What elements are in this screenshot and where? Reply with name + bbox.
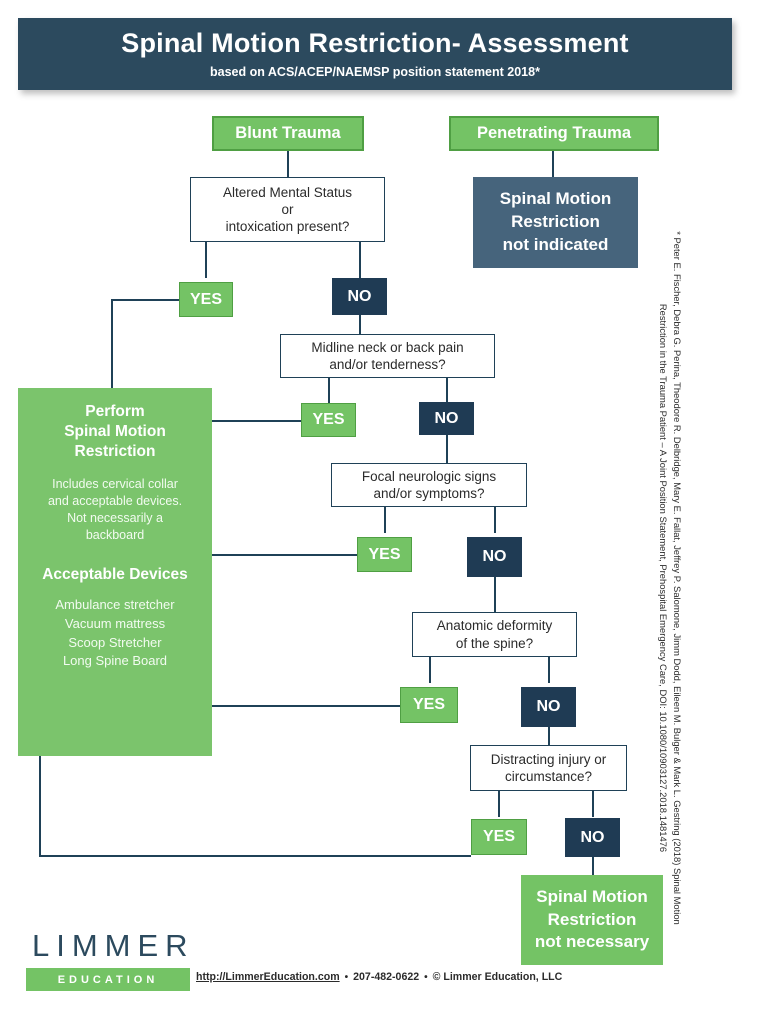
- answer-yes-q2[interactable]: YES: [301, 403, 356, 437]
- node-smr-not-necessary[interactable]: Spinal Motion Restriction not necessary: [521, 875, 663, 965]
- connector-blunt-to-q1: [287, 151, 289, 177]
- node-smr-not-necessary-label: Spinal Motion Restriction not necessary: [534, 886, 650, 952]
- connector-no2-to-q3: [446, 434, 448, 464]
- answer-yes-q1[interactable]: YES: [179, 282, 233, 317]
- footer-contact-line: http://LimmerEducation.com • 207-482-062…: [196, 971, 562, 983]
- question-midline-pain-label: Midline neck or back pain and/or tendern…: [311, 339, 464, 372]
- page-header: Spinal Motion Restriction- Assessment ba…: [18, 18, 732, 90]
- answer-no-q5[interactable]: NO: [565, 818, 620, 857]
- question-altered-mental-status[interactable]: Altered Mental Status or intoxication pr…: [190, 177, 385, 242]
- connector-no4-to-q5: [548, 727, 550, 745]
- footer-phone: 207-482-0622: [353, 971, 420, 983]
- answer-yes-q3-label: YES: [368, 545, 401, 563]
- limmer-logo-wordmark: LIMMER: [32, 928, 195, 963]
- connector-q3-yes: [384, 507, 386, 533]
- question-distracting-injury-label: Distracting injury or circumstance?: [490, 751, 607, 784]
- limmer-logo-education-bar: EDUCATION: [26, 968, 190, 991]
- panel-title: Perform Spinal Motion Restriction: [64, 403, 166, 461]
- question-focal-neurologic[interactable]: Focal neurologic signs and/or symptoms?: [331, 463, 527, 507]
- footer-copyright: © Limmer Education, LLC: [432, 971, 563, 983]
- panel-note: Includes cervical collar and acceptable …: [47, 477, 183, 543]
- footer-website-link[interactable]: http://LimmerEducation.com: [196, 971, 340, 983]
- connector-q5-no: [592, 791, 594, 817]
- question-anatomic-deformity[interactable]: Anatomic deformity of the spine?: [412, 612, 577, 657]
- question-distracting-injury[interactable]: Distracting injury or circumstance?: [470, 745, 627, 791]
- answer-no-q1-label: NO: [347, 287, 372, 305]
- connector-q2-no: [446, 377, 448, 403]
- answer-no-q2-label: NO: [434, 409, 459, 427]
- question-anatomic-deformity-label: Anatomic deformity of the spine?: [436, 618, 553, 651]
- citation-text: * Peter E. Fischer, Debra G. Perina, The…: [658, 231, 683, 925]
- answer-no-q3[interactable]: NO: [467, 537, 522, 577]
- connector-q3-no: [494, 507, 496, 533]
- answer-no-q2[interactable]: NO: [419, 402, 474, 435]
- page-title: Spinal Motion Restriction- Assessment: [121, 28, 629, 59]
- answer-yes-q4-label: YES: [412, 696, 445, 713]
- connector-q4-no: [548, 657, 550, 683]
- connector-yes5-left: [39, 855, 471, 857]
- question-altered-mental-status-label: Altered Mental Status or intoxication pr…: [222, 184, 353, 235]
- answer-yes-q5-label: YES: [482, 828, 515, 845]
- panel-subtitle: Acceptable Devices: [42, 565, 188, 583]
- answer-yes-q2-label: YES: [312, 411, 345, 428]
- connector-q4-yes: [429, 657, 431, 683]
- node-penetrating-trauma-label: Penetrating Trauma: [476, 124, 632, 142]
- node-blunt-trauma[interactable]: Blunt Trauma: [212, 116, 364, 151]
- limmer-logo-education-label: EDUCATION: [57, 973, 159, 986]
- answer-no-q4[interactable]: NO: [521, 687, 576, 727]
- answer-yes-q4[interactable]: YES: [400, 687, 458, 723]
- node-penetrating-trauma[interactable]: Penetrating Trauma: [449, 116, 659, 151]
- footer-separator-1: •: [344, 971, 349, 983]
- connector-no1-to-q2: [359, 315, 361, 335]
- panel-perform-smr[interactable]: Perform Spinal Motion Restriction Includ…: [18, 388, 212, 756]
- connector-q5-yes: [498, 791, 500, 817]
- connector-no5-to-result: [592, 857, 594, 875]
- connector-yes3-to-panel: [212, 554, 357, 556]
- answer-yes-q3[interactable]: YES: [357, 537, 412, 572]
- connector-q2-yes: [328, 377, 330, 403]
- connector-yes4-to-panel: [212, 705, 402, 707]
- footer-separator-2: •: [424, 971, 428, 983]
- answer-yes-q5[interactable]: YES: [471, 819, 527, 855]
- panel-device-list: Ambulance stretcher Vacuum mattress Scoo…: [55, 596, 175, 669]
- answer-no-q4-label: NO: [536, 698, 561, 715]
- connector-yes5-up: [39, 756, 41, 855]
- connector-yes2-to-panel: [212, 420, 301, 422]
- node-smr-not-indicated[interactable]: Spinal Motion Restriction not indicated: [473, 177, 638, 268]
- answer-yes-q1-label: YES: [189, 290, 222, 308]
- answer-no-q3-label: NO: [482, 548, 507, 565]
- answer-no-q1[interactable]: NO: [332, 278, 387, 315]
- node-smr-not-indicated-label: Spinal Motion Restriction not indicated: [499, 189, 612, 254]
- question-focal-neurologic-label: Focal neurologic signs and/or symptoms?: [361, 468, 497, 501]
- node-blunt-trauma-label: Blunt Trauma: [235, 124, 341, 142]
- connector-q1-no: [359, 241, 361, 278]
- connector-no3-to-q4: [494, 577, 496, 612]
- page-subtitle: based on ACS/ACEP/NAEMSP position statem…: [210, 64, 540, 79]
- connector-yes1-down: [111, 299, 113, 389]
- answer-no-q5-label: NO: [580, 828, 605, 846]
- connector-yes1-left: [111, 299, 179, 301]
- question-midline-pain[interactable]: Midline neck or back pain and/or tendern…: [280, 334, 495, 378]
- connector-penetrating-to-result: [552, 151, 554, 177]
- connector-q1-yes: [205, 241, 207, 278]
